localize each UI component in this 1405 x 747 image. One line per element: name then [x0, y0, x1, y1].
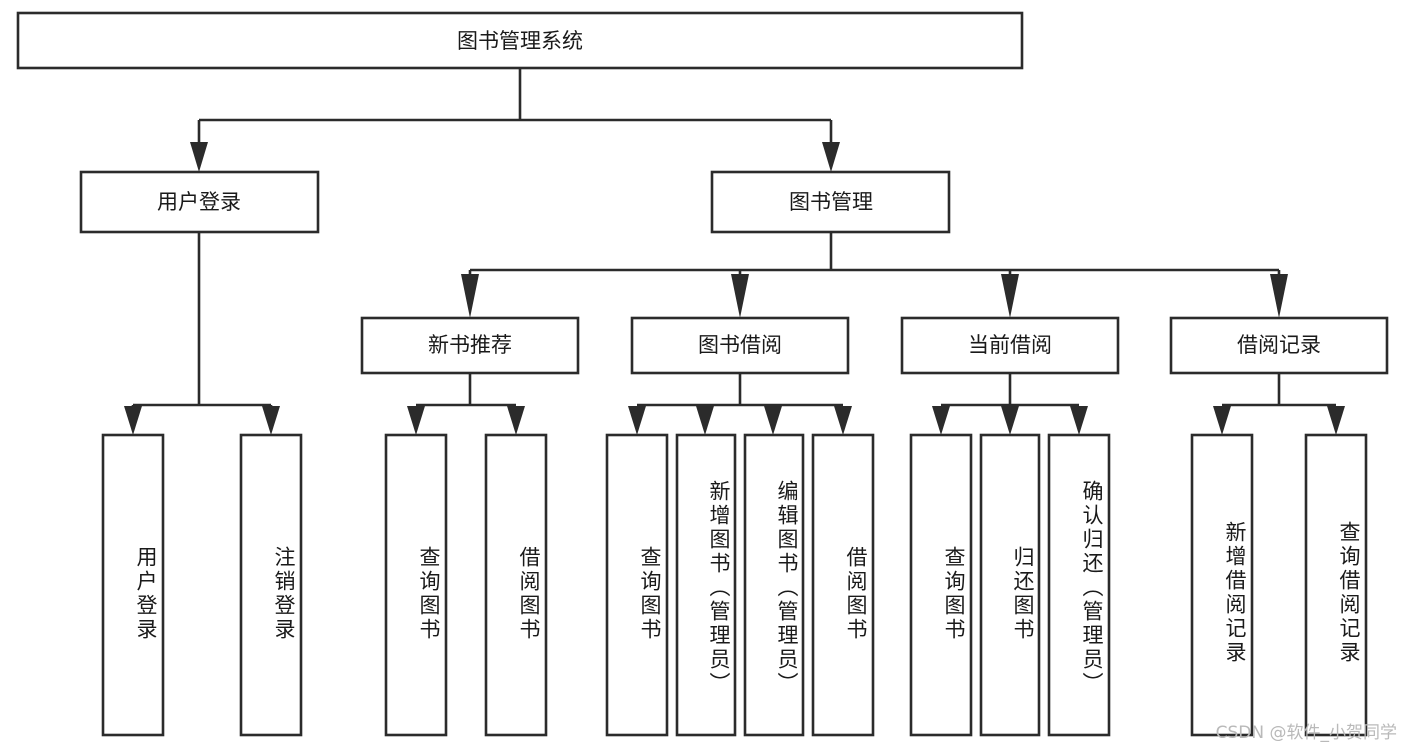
leaf-box-query-record[interactable]: [1304, 433, 1368, 737]
node-borrow-record-label: 借阅记录: [1237, 333, 1321, 357]
leaf-box-logout[interactable]: [239, 433, 303, 737]
arrow-head-book-borrow: [731, 274, 749, 318]
node-current-borrow-box[interactable]: [900, 316, 1120, 375]
arrow-head-leaf-borrow-book-2: [834, 406, 852, 435]
node-user-login-box[interactable]: [79, 170, 320, 234]
connector-group-book-borrow: [628, 373, 852, 435]
leaf-box-query-book-2[interactable]: [605, 433, 669, 737]
node-user-login-label: 用户登录: [157, 190, 241, 214]
node-borrow-record-box[interactable]: [1169, 316, 1389, 375]
leaf-box-query-book-3[interactable]: [909, 433, 973, 737]
arrow-head-leaf-confirm-return: [1070, 406, 1088, 435]
leaf-box-user-login[interactable]: [101, 433, 165, 737]
arrow-head-user-login: [190, 142, 208, 172]
csdn-watermark: CSDN @软件_小贺同学: [1215, 723, 1397, 743]
arrow-head-leaf-query-book-2: [628, 406, 646, 435]
node-book-manage-label: 图书管理: [789, 190, 873, 214]
arrow-head-leaf-borrow-book-1: [507, 406, 525, 435]
arrow-head-current-borrow: [1001, 274, 1019, 318]
connector-group-current-borrow: [932, 373, 1088, 435]
connector-group-root: [190, 68, 840, 172]
node-new-book-rec-box[interactable]: [360, 316, 580, 375]
leaf-box-edit-book[interactable]: [743, 433, 805, 737]
connector-group-borrow-record: [1213, 373, 1345, 435]
arrow-head-leaf-query-book-1: [407, 406, 425, 435]
node-book-borrow-box[interactable]: [630, 316, 850, 375]
node-current-borrow-label: 当前借阅: [968, 333, 1052, 357]
arrow-head-leaf-return-book: [1001, 406, 1019, 435]
arrow-head-leaf-user-login: [124, 406, 142, 435]
arrow-head-leaf-edit-book: [764, 406, 782, 435]
leaf-box-return-book[interactable]: [979, 433, 1041, 737]
arrow-head-leaf-logout: [262, 406, 280, 435]
connector-group-book-manage: [461, 232, 1288, 318]
node-new-book-rec-label: 新书推荐: [428, 333, 512, 357]
leaf-box-borrow-book-1[interactable]: [484, 433, 548, 737]
node-book-borrow-label: 图书借阅: [698, 333, 782, 357]
arrow-head-leaf-query-record: [1327, 406, 1345, 435]
leaf-box-add-record[interactable]: [1190, 433, 1254, 737]
leaf-box-add-book[interactable]: [675, 433, 737, 737]
arrow-head-borrow-record: [1270, 274, 1288, 318]
arrow-head-leaf-add-record: [1213, 406, 1231, 435]
node-root-label: 图书管理系统: [457, 29, 583, 53]
arrow-head-leaf-add-book: [696, 406, 714, 435]
node-book-manage-box[interactable]: [710, 170, 951, 234]
arrow-head-new-book-rec: [461, 274, 479, 318]
leaf-box-query-book-1[interactable]: [384, 433, 448, 737]
arrow-head-leaf-query-book-3: [932, 406, 950, 435]
connector-group-user-login: [124, 232, 280, 435]
arrow-head-book-manage: [822, 142, 840, 172]
leaf-box-borrow-book-2[interactable]: [811, 433, 875, 737]
node-root-box[interactable]: [16, 11, 1024, 70]
connector-group-new-book-rec: [407, 373, 525, 435]
leaf-box-confirm-return[interactable]: [1047, 433, 1111, 737]
